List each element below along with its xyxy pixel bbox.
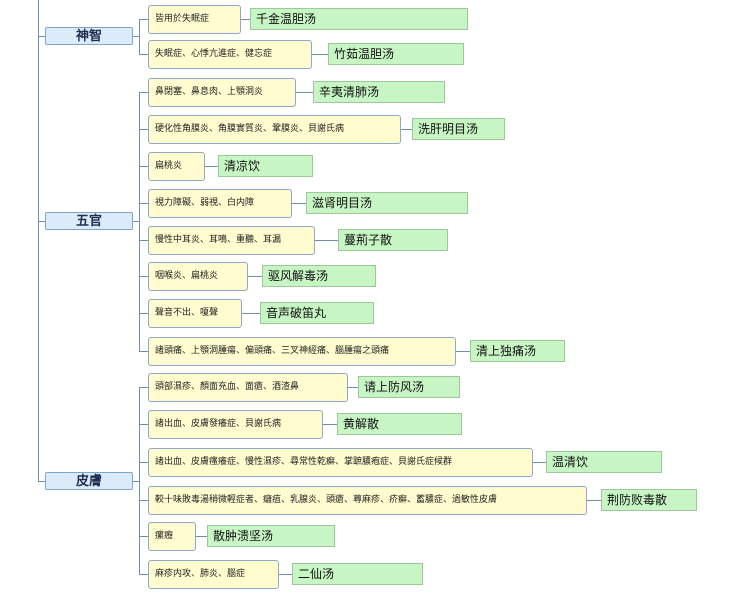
formula-connector — [456, 351, 470, 352]
formula-node: 温清饮 — [546, 451, 662, 473]
symptom-node: 失眠症、心悸亢進症、健忘症 — [148, 40, 312, 69]
symptom-connector — [139, 424, 148, 425]
category-node: 皮膚 — [45, 472, 133, 490]
symptom-node: 諸出血、皮膚瘙癢症、慢性濕疹、尋常性乾癬、掌蹠膿疱症、貝謝氏症候群 — [148, 448, 533, 477]
branch-trunk — [139, 387, 140, 575]
symptom-node: 麻疹内攻、肺炎、腦症 — [148, 560, 279, 589]
symptom-node: 頭部濕疹、顏面充血、面瘡、酒渣鼻 — [148, 373, 348, 402]
category-connector — [38, 221, 45, 222]
formula-connector — [241, 19, 250, 20]
formula-node: 黄解散 — [337, 413, 462, 435]
formula-connector — [296, 92, 313, 93]
formula-connector — [292, 203, 306, 204]
symptom-connector — [139, 203, 148, 204]
symptom-node: 瘰癧 — [148, 522, 196, 551]
formula-node: 荆防败毒散 — [601, 489, 697, 511]
branch-connector — [133, 221, 139, 222]
formula-connector — [312, 54, 328, 55]
formula-connector — [323, 424, 337, 425]
symptom-connector — [139, 462, 148, 463]
symptom-node: 硬化性角膜炎、角膜實質炎、鞏膜炎、貝謝氏病 — [148, 115, 401, 144]
formula-connector — [205, 166, 218, 167]
root-connector — [38, 0, 39, 481]
symptom-connector — [139, 313, 148, 314]
formula-node: 蔓荊子散 — [338, 229, 448, 251]
branch-connector — [133, 36, 139, 37]
symptom-connector — [139, 536, 148, 537]
symptom-connector — [139, 276, 148, 277]
formula-connector — [533, 462, 546, 463]
formula-node: 洗肝明目汤 — [412, 118, 505, 140]
symptom-connector — [139, 574, 148, 575]
formula-node: 清凉饮 — [218, 155, 313, 177]
symptom-connector — [139, 19, 148, 20]
formula-node: 千金温胆汤 — [250, 8, 468, 30]
category-connector — [38, 36, 45, 37]
symptom-node: 較十味敗毒湯稍微輕症者、癰疽、乳腺炎、頭瘡、蕁麻疹、疥癬、蓄膿症、過敏性皮膚 — [148, 486, 587, 515]
formula-node: 清上独痛汤 — [470, 340, 565, 362]
category-node: 神智 — [45, 27, 133, 45]
formula-connector — [279, 574, 292, 575]
symptom-node: 聲音不出、嗄聲 — [148, 299, 242, 328]
category-node: 五官 — [45, 212, 133, 230]
category-connector — [38, 481, 45, 482]
formula-node: 散肿溃坚汤 — [207, 525, 335, 547]
symptom-node: 咽喉炎、扁桃炎 — [148, 262, 248, 291]
symptom-connector — [139, 92, 148, 93]
formula-node: 驱风解毒汤 — [262, 265, 376, 287]
symptom-connector — [139, 387, 148, 388]
formula-node: 竹茹温胆汤 — [328, 43, 464, 65]
formula-node: 滋肾明目汤 — [306, 192, 468, 214]
symptom-connector — [139, 54, 148, 55]
formula-node: 请上防风汤 — [358, 376, 460, 398]
formula-connector — [587, 500, 601, 501]
symptom-node: 扁桃炎 — [148, 152, 205, 181]
symptom-connector — [139, 166, 148, 167]
symptom-node: 鼻閉塞、鼻息肉、上顎洞炎 — [148, 78, 296, 107]
formula-connector — [242, 313, 260, 314]
formula-connector — [196, 536, 207, 537]
branch-trunk — [139, 92, 140, 352]
formula-connector — [248, 276, 262, 277]
formula-connector — [348, 387, 358, 388]
symptom-node: 皆用於失眠症 — [148, 5, 241, 34]
branch-connector — [133, 481, 139, 482]
symptom-connector — [139, 129, 148, 130]
formula-connector — [315, 240, 338, 241]
symptom-connector — [139, 240, 148, 241]
symptom-connector — [139, 500, 148, 501]
symptom-node: 慢性中耳炎、耳鳴、重聽、耳漏 — [148, 226, 315, 255]
symptom-connector — [139, 351, 148, 352]
formula-connector — [401, 129, 412, 130]
formula-node: 二仙汤 — [292, 563, 423, 585]
symptom-node: 視力障礙、弱視、白内障 — [148, 189, 292, 218]
symptom-node: 諸出血、皮膚發癢症、貝謝氏病 — [148, 410, 323, 439]
formula-node: 音声破笛丸 — [260, 302, 374, 324]
formula-node: 辛夷清肺汤 — [313, 81, 445, 103]
branch-trunk — [139, 19, 140, 55]
symptom-node: 諸頭痛、上顎洞腫瘍、偏頭痛、三叉神經痛、腦腫瘍之頭痛 — [148, 337, 456, 366]
